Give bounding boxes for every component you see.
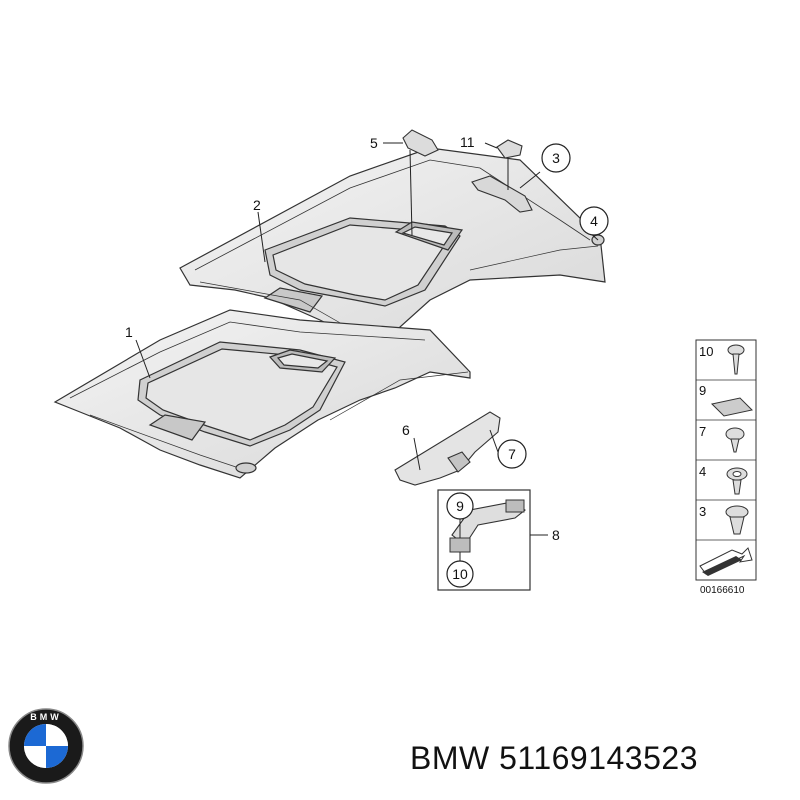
clip-part-11 [496, 139, 523, 159]
part-caption: BMW 51169143523 [410, 740, 698, 777]
callout-5: 5 [370, 135, 378, 151]
fastener-panel: 10 9 7 4 3 00166610 [695, 339, 757, 596]
callout-6: 6 [402, 422, 410, 438]
callout-11: 11 [460, 134, 475, 150]
callout-4-circle [579, 206, 609, 236]
callout-10-circle [446, 560, 474, 588]
panel-label-10: 10 [699, 344, 713, 359]
panel-label-7: 7 [699, 424, 706, 439]
callout-10: 10 [452, 566, 468, 582]
callout-9: 9 [456, 498, 464, 514]
callout-2: 2 [253, 197, 261, 213]
callout-labels: 1 2 3 4 5 6 7 8 9 10 11 [125, 134, 609, 588]
handle-part-3 [471, 175, 533, 213]
clip-part-5 [402, 129, 439, 157]
callout-7: 7 [508, 446, 516, 462]
caption-brand: BMW [410, 740, 490, 776]
panel-label-9: 9 [699, 383, 706, 398]
clip-icon [725, 427, 745, 453]
drawing-code: 00166610 [700, 585, 745, 596]
panel-label-4: 4 [699, 464, 706, 479]
screw-icon [727, 344, 745, 375]
headliner-lower [53, 309, 471, 479]
callout-8: 8 [552, 527, 560, 543]
expanding-clip-icon [725, 505, 749, 535]
nut-icon [726, 467, 748, 495]
bmw-logo: BMW [8, 708, 84, 784]
callout-3-circle [541, 143, 571, 173]
logo-text: BMW [30, 712, 62, 722]
callout-7-circle [497, 439, 527, 469]
panel-label-3: 3 [699, 504, 706, 519]
pad-icon [710, 397, 754, 417]
callout-1: 1 [125, 324, 133, 340]
callout-9-circle [446, 492, 474, 520]
caption-part-number: 51169143523 [499, 740, 698, 776]
callout-4: 4 [590, 213, 598, 229]
bracket-part-6 [394, 411, 501, 486]
callout-3: 3 [552, 150, 560, 166]
